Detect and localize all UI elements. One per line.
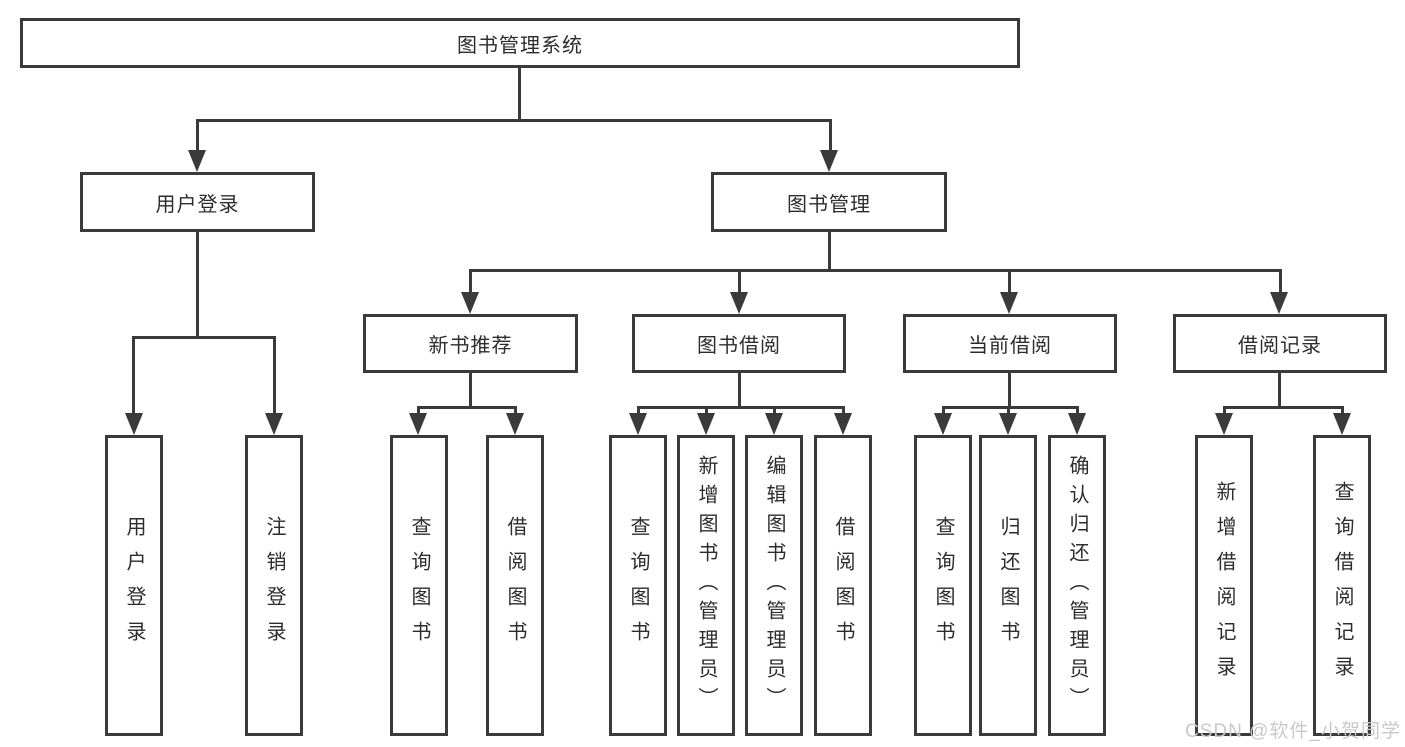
connector-drop-current-borrow [1008,269,1011,295]
connector-user-login-stem [196,232,199,338]
leaf-bb-edit-books-admin: 编辑图书（管理员） [745,435,803,736]
connector-new-book-rec-stem [469,373,472,409]
connector-drop-book-mgmt [829,119,832,155]
connector-current-borrow-hbar [942,406,1079,409]
connector-drop [1223,406,1226,416]
arrowhead-icon [265,413,283,435]
leaf-bb-add-books-admin: 新增图书（管理员） [677,435,735,736]
arrowhead-icon [820,150,838,172]
connector-drop [1076,406,1079,416]
connector-drop-new-book-rec [469,269,472,295]
leaf-label: 查询借阅记录 [1331,480,1353,691]
connector-new-book-rec-hbar [417,406,517,409]
connector-root-stem [518,68,521,121]
node-book-borrowing: 图书借阅 [632,314,846,373]
leaf-rec-borrow-books: 借阅图书 [486,435,544,736]
arrowhead-icon [1333,413,1351,435]
connector-borrow-records-hbar [1223,406,1344,409]
connector-drop [1007,406,1010,416]
arrowhead-icon [765,413,783,435]
arrowhead-icon [1000,292,1018,314]
arrowhead-icon [1270,292,1288,314]
node-new-book-recommendation: 新书推荐 [363,314,578,373]
connector-drop [514,406,517,416]
leaf-bb-borrow-books: 借阅图书 [814,435,872,736]
arrowhead-icon [834,413,852,435]
connector-drop [637,406,640,416]
connector-borrow-records-stem [1278,373,1281,409]
connector-drop-borrow-records [1279,269,1282,295]
node-current-borrowing: 当前借阅 [903,314,1117,373]
arrowhead-icon [409,413,427,435]
leaf-label: 新增图书（管理员） [695,455,717,716]
connector-drop-book-borrow [738,269,741,295]
connector-drop [417,406,420,416]
leaf-label: 查询图书 [627,515,649,656]
arrowhead-icon [1215,413,1233,435]
leaf-label: 借阅图书 [832,515,854,656]
leaf-label: 借阅图书 [504,515,526,656]
connector-book-borrow-hbar [637,406,844,409]
leaf-rec-query-books: 查询图书 [390,435,448,736]
connector-book-borrow-stem [738,373,741,409]
connector-user-login-hbar [132,336,276,339]
leaf-user-login: 用户登录 [105,435,163,736]
arrowhead-icon [506,413,524,435]
arrowhead-icon [934,413,952,435]
arrowhead-icon [629,413,647,435]
leaf-label: 归还图书 [997,515,1019,656]
leaf-br-add-record: 新增借阅记录 [1195,435,1253,736]
leaf-label: 用户登录 [123,515,145,656]
node-book-management: 图书管理 [711,172,947,232]
connector-drop-leaf-logout [273,336,276,416]
leaf-cb-confirm-return-admin: 确认归还（管理员） [1048,435,1106,736]
connector-drop-leaf-user-login [132,336,135,416]
leaf-cb-query-books: 查询图书 [914,435,972,736]
node-user-login: 用户登录 [80,172,315,232]
connector-book-mgmt-hbar [469,269,1282,272]
leaf-label: 查询图书 [932,515,954,656]
connector-drop [1341,406,1344,416]
leaf-label: 编辑图书（管理员） [763,455,785,716]
connector-book-mgmt-stem [828,232,831,272]
connector-drop [705,406,708,416]
connector-current-borrow-stem [1008,373,1011,409]
leaf-bb-query-books: 查询图书 [609,435,667,736]
arrowhead-icon [1068,413,1086,435]
connector-drop [942,406,945,416]
connector-drop-user-login [196,119,199,155]
leaf-logout-login: 注销登录 [245,435,303,736]
leaf-label: 新增借阅记录 [1213,480,1235,691]
node-library-management-system: 图书管理系统 [20,18,1020,68]
leaf-label: 确认归还（管理员） [1066,455,1088,716]
arrowhead-icon [697,413,715,435]
csdn-watermark: CSDN @软件_小贺同学 [1185,721,1401,742]
leaf-label: 注销登录 [263,515,285,656]
arrowhead-icon [188,150,206,172]
arrowhead-icon [461,292,479,314]
connector-drop [842,406,845,416]
node-borrowing-records: 借阅记录 [1173,314,1387,373]
arrowhead-icon [125,413,143,435]
leaf-label: 查询图书 [408,515,430,656]
leaf-br-query-record: 查询借阅记录 [1313,435,1371,736]
leaf-cb-return-books: 归还图书 [979,435,1037,736]
arrowhead-icon [999,413,1017,435]
connector-root-hbar [196,119,831,122]
arrowhead-icon [730,292,748,314]
connector-drop [773,406,776,416]
